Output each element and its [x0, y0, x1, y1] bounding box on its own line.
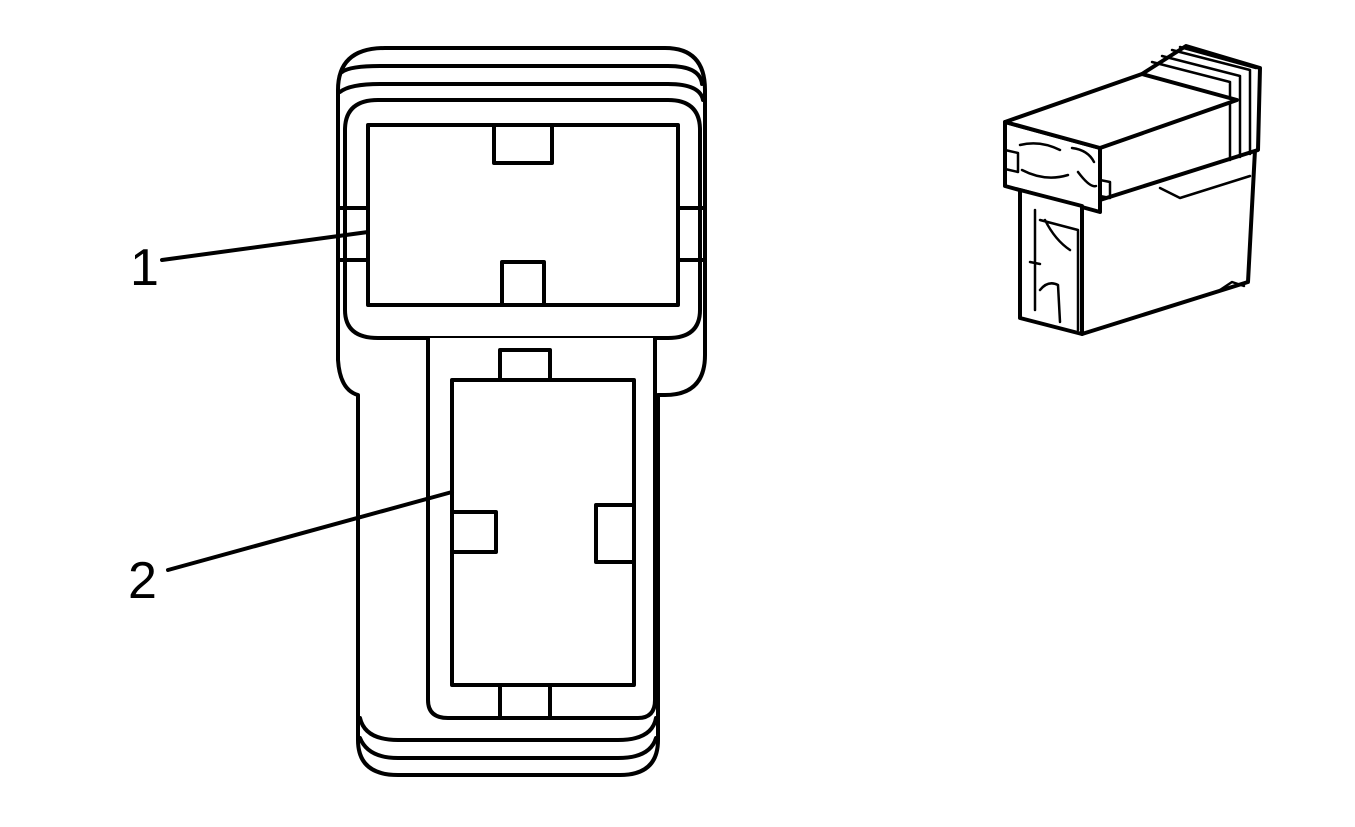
- callout-1: 1: [130, 230, 370, 297]
- cavity-2-bottom-tab: [498, 683, 552, 720]
- iso-ribs: [1150, 45, 1258, 162]
- cavity-2-left-key: [450, 510, 498, 554]
- callout-label-2: 2: [128, 552, 157, 610]
- cavity-2-right-key: [594, 503, 636, 564]
- connector-rim-1: [340, 64, 704, 86]
- iso-side-step: [1158, 174, 1252, 292]
- upper-left-latch: [336, 206, 370, 262]
- connector-face-view: [336, 46, 707, 777]
- leader-line-1: [160, 230, 370, 262]
- iso-top-lip: [1003, 72, 1239, 150]
- connector-isometric-view: [1003, 44, 1262, 336]
- cavity-1-bottom-key: [500, 260, 546, 307]
- callout-label-1: 1: [130, 239, 159, 297]
- lower-top-tab: [498, 348, 552, 382]
- leader-line-2: [166, 490, 454, 572]
- upper-right-latch: [676, 206, 706, 262]
- callout-2: 2: [128, 490, 454, 610]
- connector-rim-2: [338, 82, 705, 102]
- cavity-1-top-key: [492, 123, 554, 165]
- iso-front-notches: [1003, 142, 1112, 200]
- connector-rim-3: [358, 716, 658, 742]
- iso-lower-detail: [1028, 208, 1080, 332]
- connector-rim-4: [358, 736, 658, 760]
